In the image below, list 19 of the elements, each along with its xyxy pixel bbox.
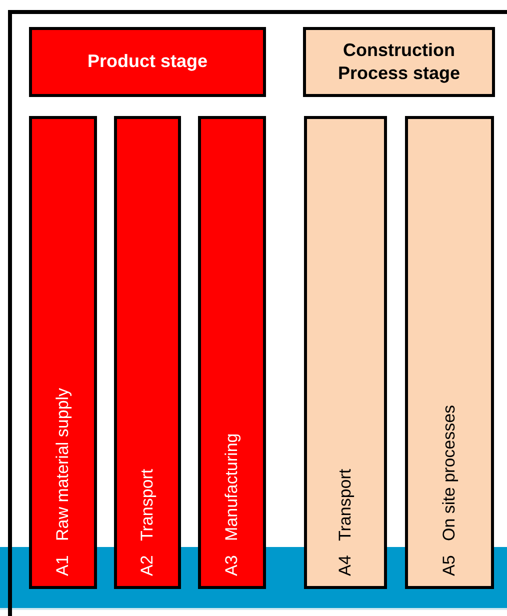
module-column [304,116,387,589]
module-label: Manufacturing [222,433,242,542]
module-column [405,116,494,589]
module-label: On site processes [440,405,460,542]
stage-header-box [29,27,266,97]
module-code: A4 [336,555,356,576]
module-code: A2 [138,555,158,576]
module-column [29,116,97,589]
stage-title: Product stage [87,50,208,74]
module-column [114,116,181,589]
stage-title: Construction Process stage [336,38,462,85]
module-code: A1 [53,555,73,576]
module-column [198,116,266,589]
module-label: Raw material supply [53,388,73,542]
module-code: A5 [440,555,460,576]
module-label: Transport [336,469,356,542]
stage-header-box [303,27,495,97]
module-code: A3 [222,555,242,576]
module-label: Transport [138,469,158,542]
